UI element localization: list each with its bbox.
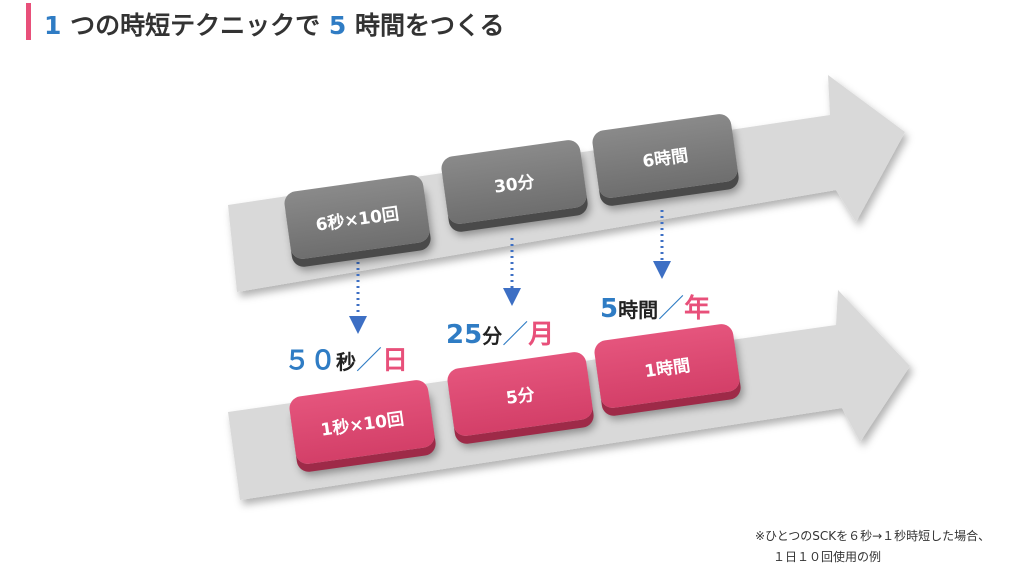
footnote-line-2: １日１０回使用の例	[773, 550, 882, 564]
rate-slash: ／	[502, 320, 529, 350]
rate-number: 5	[600, 294, 619, 324]
rate-unit: 秒	[336, 350, 357, 374]
rate-slash: ／	[658, 294, 685, 324]
title-number-1: 1	[44, 11, 62, 40]
rate-number: 25	[446, 320, 483, 350]
footnote: ※ひとつのSCKを６秒→１秒時短した場合、 １日１０回使用の例	[755, 526, 990, 568]
rate-period: 月	[528, 320, 555, 350]
saving-rate-daily: ５０秒／日	[284, 340, 408, 377]
rate-unit: 分	[482, 324, 503, 348]
rate-unit: 時間	[618, 298, 659, 322]
saving-rate-monthly: 25分／月	[446, 314, 554, 351]
rate-number: ５０	[284, 346, 337, 376]
title-text-2: 時間をつくる	[354, 11, 505, 40]
page-title: 1 つの時短テクニックで 5 時間をつくる	[44, 6, 505, 42]
rate-period: 日	[382, 346, 409, 376]
footnote-line-1: ※ひとつのSCKを６秒→１秒時短した場合、	[755, 529, 991, 543]
title-number-2: 5	[328, 11, 347, 40]
rate-slash: ／	[356, 346, 383, 376]
title-text-1: つの時短テクニックで	[70, 11, 321, 40]
rate-period: 年	[684, 294, 711, 324]
saving-rate-yearly: 5時間／年	[600, 288, 710, 325]
title-accent-bar	[26, 3, 31, 40]
